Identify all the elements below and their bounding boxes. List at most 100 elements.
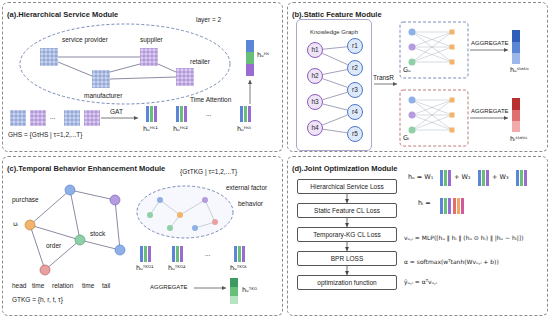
step-label: AGGREGATE (471, 40, 509, 47)
formula-term: + W₂ (454, 174, 471, 182)
ellipsis: ... (50, 113, 55, 121)
relation-label: stock (90, 230, 105, 238)
snapshot-embeddings (140, 246, 151, 262)
snapshot-embeddings (240, 106, 251, 122)
snapshot-grids (30, 110, 46, 126)
relation-link (323, 104, 347, 110)
ellipsis: ... (205, 250, 210, 258)
temporal-graph (115, 245, 125, 255)
embedding-label: hᵤᵀᴷᴳ (242, 287, 257, 295)
flow-arrow (347, 194, 348, 203)
embedding-bar (246, 64, 254, 76)
formula-term: hᵤ = W₁ (408, 174, 433, 182)
tkg-snapshots (137, 186, 233, 238)
entity-name: r1 (352, 42, 358, 50)
module-title: (b).Static Feature Module (292, 10, 382, 19)
hierarchy-graph (92, 70, 110, 88)
formula: vᵤ,ᵢ = MLP([hᵤ ‖ hᵢ ‖ (hᵤ ⊙ hᵢ) ‖ |hᵤ − … (404, 234, 546, 241)
hierarchy-graph (176, 68, 194, 86)
temporal-graph (25, 185, 125, 275)
step-label: AGGREGATE (150, 284, 188, 291)
graph-formula: {GτTKG | τ=1,2,...T} (180, 168, 237, 176)
entity-circle: r3 (347, 82, 363, 98)
graph-formula: GHS = {GτHS | τ=1,2,...T} (8, 131, 82, 139)
module-title: (a).Hierarchical Service Module (7, 10, 118, 19)
aggregate-arrow (470, 50, 508, 51)
entity-name: h3 (311, 98, 318, 106)
tkg-snapshots (180, 200, 205, 215)
factor-label: behavior (238, 200, 263, 208)
embedding-bar (230, 278, 238, 304)
embedding-bar (512, 121, 520, 132)
snapshot-grids (10, 110, 26, 126)
tkg-snapshots (150, 200, 215, 228)
relation-link (323, 129, 347, 133)
gat-arrow (101, 118, 138, 119)
graph-title: Knowledge Graph (310, 29, 358, 36)
loss-name: Temporary-KG CL Loss (313, 231, 381, 239)
embedding-bar (512, 30, 520, 132)
loss-box: Static Feature CL Loss (297, 203, 397, 218)
embedding-bar (246, 52, 254, 64)
embedding-bar (512, 30, 520, 42)
entity-label: manufacturer (84, 92, 122, 100)
entity-circle: h3 (307, 94, 323, 110)
subgraph-box (409, 29, 455, 66)
entity-circle: r5 (347, 126, 363, 142)
entity-name: r4 (352, 108, 358, 116)
entity-circle: h1 (307, 42, 323, 58)
hierarchy-graph (20, 24, 230, 104)
loss-name: Static Feature CL Loss (314, 207, 380, 215)
knowledge-graph-box: Knowledge Graphh1h2h3h4r1r2r3r4r5 (296, 19, 372, 151)
step-label: AGGREGATE (471, 108, 509, 115)
loss-name: optimization function (317, 279, 376, 287)
relation-link (323, 79, 348, 88)
loss-box: Hierarchical Service Loss (297, 179, 397, 194)
tkg-snapshots (212, 219, 218, 225)
entity-label: supplier (140, 36, 163, 44)
subgraph-box (400, 90, 468, 146)
subgraph-box (409, 97, 455, 134)
flow-arrow (347, 242, 348, 251)
temporal-graph (110, 195, 120, 205)
factor-label: external factor (226, 184, 267, 192)
snapshot-grids (64, 110, 80, 126)
temporal-graph (115, 200, 120, 250)
flow-arrow (347, 218, 348, 227)
snapshot-embeddings (146, 106, 251, 122)
transr-arrow (374, 84, 397, 85)
snapshot-grids (84, 110, 100, 126)
weight-vectors (440, 198, 451, 214)
formula: α = softmax(wᵀtanh(Wvᵤ,ᵢ + b)) (404, 258, 499, 265)
quad-label: time (82, 282, 94, 290)
aggregate-arrow (194, 288, 226, 289)
temporal-graph (30, 225, 80, 240)
snapshot-embeddings (172, 246, 183, 262)
snapshot-embeddings (234, 246, 245, 262)
tkg-snapshots (205, 200, 215, 222)
embedding-bar (512, 98, 520, 110)
hierarchy-graph (58, 57, 176, 79)
embedding-label: hᵢˢᵗᵃᵗⁱᶜ (510, 136, 528, 144)
embedding-bar (230, 296, 238, 304)
temporal-graph (70, 190, 115, 200)
tkg-snapshots (167, 225, 173, 231)
embedding-bar (246, 40, 254, 52)
snapshot-embeddings (146, 106, 157, 122)
layer-note: layer = 2 (196, 16, 221, 24)
hierarchy-graph (58, 57, 140, 58)
temporal-graph (65, 185, 75, 195)
tkg-snapshots (137, 186, 233, 238)
hierarchy-graph (40, 48, 58, 66)
module-title: (d).Joint Optimization Module (292, 164, 397, 173)
tkg-snapshots (157, 197, 163, 203)
graph-formula: GTKG = {h, r, t, τ} (12, 296, 63, 304)
tkg-snapshots (202, 197, 208, 203)
quad-label: relation (52, 282, 73, 290)
embedding-label: hᵤᴴˢᵗ (237, 126, 251, 134)
embedding-label: hᵤᵀᴷᴳ² (168, 265, 186, 273)
aggregate-arrow (470, 118, 508, 119)
